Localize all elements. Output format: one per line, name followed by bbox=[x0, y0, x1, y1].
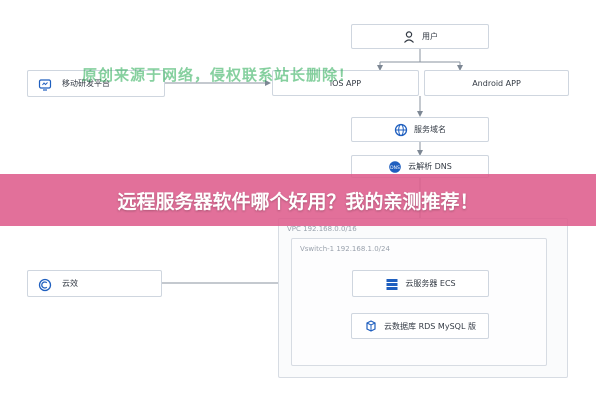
banner-title: 远程服务器软件哪个好用？我的亲测推荐！ bbox=[117, 190, 479, 213]
watermark-text: 原创来源于网络，侵权联系站长删除！ bbox=[82, 66, 355, 84]
node-rds-label: 云数据库 RDS MySQL 版 bbox=[384, 321, 476, 331]
mobile-platform-icon bbox=[38, 78, 52, 92]
vpc-label: VPC 192.168.0.0/16 bbox=[287, 225, 357, 233]
node-user: 用户 bbox=[351, 24, 489, 49]
database-icon bbox=[364, 319, 378, 333]
node-cloud-dns-label: 云解析 DNS bbox=[408, 162, 452, 171]
svg-text:DNS: DNS bbox=[390, 165, 400, 171]
user-icon bbox=[402, 30, 416, 44]
node-mobile-platform: 移动研发平台 bbox=[27, 70, 165, 97]
vswitch-region: Vswitch-1 192.168.1.0/24 bbox=[291, 238, 547, 366]
node-yunxiao-label: 云效 bbox=[62, 279, 78, 288]
node-rds: 云数据库 RDS MySQL 版 bbox=[351, 313, 489, 339]
node-user-label: 用户 bbox=[422, 32, 438, 41]
node-service-domain-label: 服务域名 bbox=[414, 125, 446, 134]
yunxiao-icon bbox=[38, 278, 52, 292]
node-yunxiao: 云效 bbox=[27, 270, 162, 297]
node-mobile-platform-label: 移动研发平台 bbox=[62, 79, 110, 88]
title-banner: 远程服务器软件哪个好用？我的亲测推荐！ bbox=[0, 174, 596, 226]
node-ecs: 云服务器 ECS bbox=[352, 270, 489, 297]
node-ios-app: iOS APP bbox=[272, 70, 419, 96]
node-android-app: Android APP bbox=[424, 70, 569, 96]
node-ecs-label: 云服务器 ECS bbox=[405, 279, 456, 288]
vswitch-label: Vswitch-1 192.168.1.0/24 bbox=[300, 245, 390, 253]
node-service-domain: 服务域名 bbox=[351, 117, 489, 142]
server-icon bbox=[385, 277, 399, 291]
dns-icon: DNS bbox=[388, 160, 402, 174]
node-ios-app-label: iOS APP bbox=[329, 78, 362, 88]
node-android-app-label: Android APP bbox=[472, 78, 521, 88]
globe-icon bbox=[394, 123, 408, 137]
